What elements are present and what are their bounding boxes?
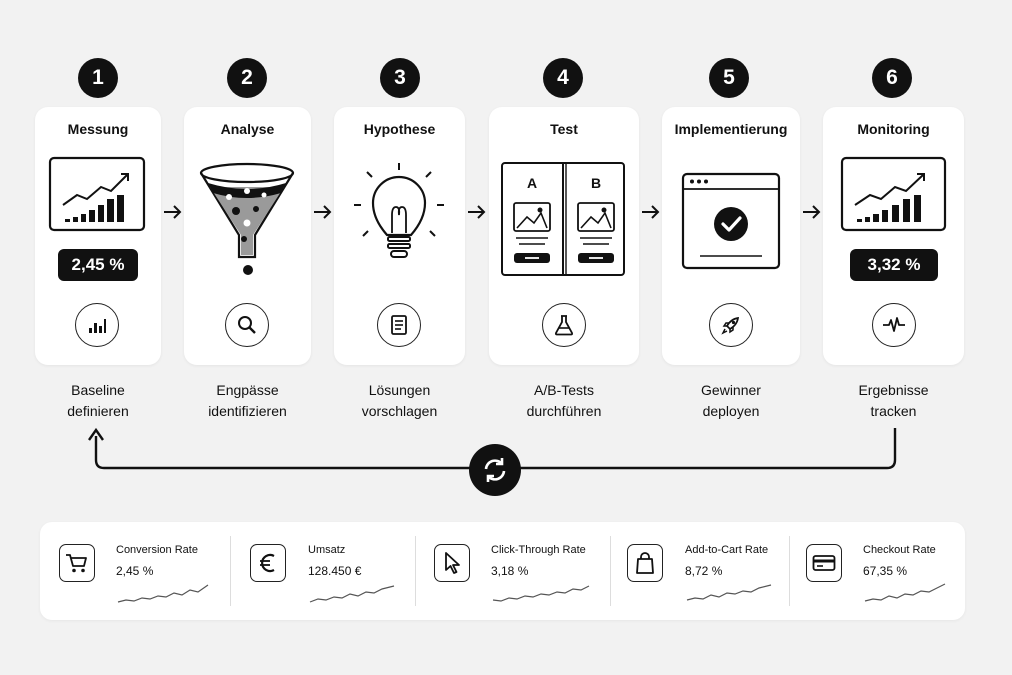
step-2-description: Engpässe identifizieren [184, 380, 311, 422]
step-title: Hypothese [363, 121, 436, 137]
description-line: Lösungen [368, 382, 431, 398]
document-icon [377, 303, 421, 347]
kpi-value: 2,45 % [116, 564, 154, 578]
step-1-description: Baseline definieren [35, 380, 161, 422]
step-card-implementation: Implementierung [662, 107, 800, 365]
description-line: A/B-Tests [534, 382, 594, 398]
step-title: Implementierung [674, 121, 788, 137]
refresh-icon [469, 444, 521, 496]
kpi-conversion-rate: Conversion Rate 2,45 % [59, 522, 229, 620]
funnel-illustration [199, 162, 295, 275]
step-3-description: Lösungen vorschlagen [334, 380, 465, 422]
rocket-icon [709, 303, 753, 347]
kpi-checkout-rate: Checkout Rate 67,35 % [806, 522, 956, 620]
kpi-label: Conversion Rate [116, 544, 198, 556]
kpi-sparkline [309, 585, 395, 603]
lightbulb-illustration [354, 163, 444, 258]
arrow-right-icon [164, 205, 182, 219]
step-5-description: Gewinner deployen [662, 380, 800, 422]
kpi-label: Umsatz [308, 544, 346, 556]
description-line: definieren [67, 403, 129, 419]
step-3-badge: 3 [380, 58, 420, 98]
step-1-badge: 1 [78, 58, 118, 98]
step-6-description: Ergebnisse tracken [823, 380, 964, 422]
arrow-right-icon [468, 205, 486, 219]
step-title: Monitoring [857, 121, 930, 137]
step-title: Analyse [220, 121, 275, 137]
kpi-click-through-rate: Click-Through Rate 3,18 % [434, 522, 609, 620]
kpi-value: 128.450 € [308, 564, 362, 578]
kpi-sparkline [492, 585, 590, 602]
kpi-label: Add-to-Cart Rate [685, 544, 769, 556]
kpi-divider [610, 536, 611, 606]
description-line: durchführen [526, 403, 602, 419]
step-card-test: Test A B [489, 107, 639, 365]
line-bar-chart-illustration [840, 156, 947, 232]
variant-b-label: B [591, 175, 602, 191]
kpi-label: Checkout Rate [863, 544, 936, 556]
step-2-badge: 2 [227, 58, 267, 98]
step-title: Messung [67, 121, 129, 137]
arrow-right-icon [803, 205, 821, 219]
feedback-loop-arrow [88, 427, 897, 470]
description-line: deployen [702, 403, 760, 419]
step-6-badge: 6 [872, 58, 912, 98]
line-bar-chart-illustration [48, 156, 146, 232]
ab-test-illustration [501, 162, 625, 276]
step-5-badge: 5 [709, 58, 749, 98]
description-line: tracken [870, 403, 917, 419]
step-card-hypothesis: Hypothese [334, 107, 465, 365]
kpi-value: 8,72 % [685, 564, 723, 578]
variant-a-label: A [527, 175, 538, 191]
kpi-add-to-cart-rate: Add-to-Cart Rate 8,72 % [627, 522, 789, 620]
cursor-icon [434, 544, 470, 582]
description-line: vorschlagen [361, 403, 438, 419]
magnifier-icon [225, 303, 269, 347]
browser-checkmark-illustration [681, 172, 781, 270]
description-line: identifizieren [208, 403, 287, 419]
kpi-sparkline [686, 584, 772, 601]
baseline-value: 2,45 % [58, 249, 138, 281]
step-4-badge: 4 [543, 58, 583, 98]
kpi-panel: Conversion Rate 2,45 % Umsatz 128.450 € [40, 522, 965, 620]
description-line: Ergebnisse [858, 382, 929, 398]
kpi-sparkline [864, 583, 946, 602]
bag-icon [627, 544, 663, 582]
description-line: Gewinner [701, 382, 761, 398]
bar-chart-icon [75, 303, 119, 347]
euro-icon [250, 544, 286, 582]
pulse-icon [872, 303, 916, 347]
step-card-monitoring: Monitoring 3,32 % [823, 107, 964, 365]
kpi-divider [415, 536, 416, 606]
kpi-value: 3,18 % [491, 564, 529, 578]
description-line: Engpässe [216, 382, 279, 398]
monitoring-value: 3,32 % [850, 249, 938, 281]
kpi-value: 67,35 % [863, 564, 908, 578]
kpi-divider [789, 536, 790, 606]
step-4-description: A/B-Tests durchführen [489, 380, 639, 422]
kpi-label: Click-Through Rate [491, 544, 586, 556]
kpi-revenue: Umsatz 128.450 € [250, 522, 410, 620]
kpi-sparkline [117, 584, 209, 603]
step-title: Test [550, 121, 578, 137]
cart-icon [59, 544, 95, 582]
flask-icon [542, 303, 586, 347]
description-line: Baseline [71, 382, 125, 398]
kpi-divider [230, 536, 231, 606]
arrow-right-icon [314, 205, 332, 219]
step-card-analysis: Analyse [184, 107, 311, 365]
step-card-measurement: Messung 2,45 % [35, 107, 161, 365]
credit-card-icon [806, 544, 842, 582]
arrow-right-icon [642, 205, 660, 219]
